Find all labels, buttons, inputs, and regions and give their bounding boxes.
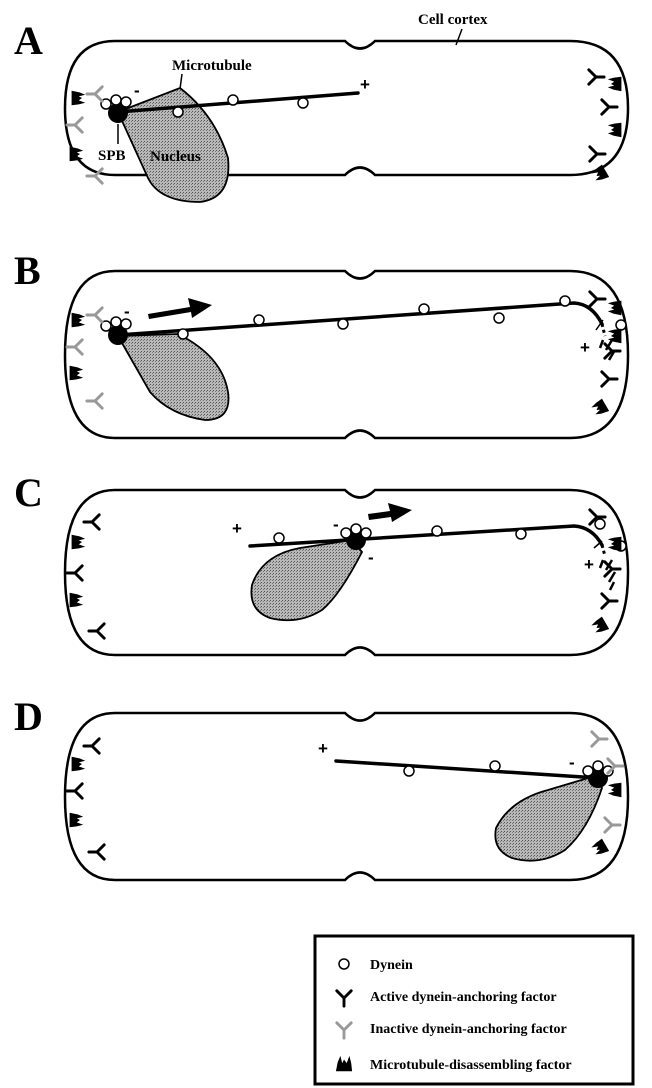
- minus-end-b: -: [124, 302, 130, 321]
- dynein-b: [419, 304, 429, 314]
- panel-d: D + -: [14, 694, 628, 880]
- dynein-d: [593, 761, 603, 771]
- dynein-b: [494, 313, 504, 323]
- dynein-c: [432, 526, 442, 536]
- spb-label: SPB: [98, 148, 126, 164]
- dynein-b: [560, 296, 570, 306]
- dynein-c: [595, 519, 605, 529]
- nucleus-label: Nucleus: [150, 149, 201, 165]
- dynein-b: [111, 317, 121, 327]
- minus-end-a: -: [134, 81, 140, 100]
- panel-label-d: D: [14, 694, 43, 739]
- panel-c: C + - - +: [14, 470, 628, 655]
- dynein-a: [121, 97, 131, 107]
- dynein-b: [178, 329, 188, 339]
- legend-item-inactive-anchor: Inactive dynein-anchoring factor: [370, 1022, 567, 1037]
- dynein-b: [254, 315, 264, 325]
- dynein-c: [341, 528, 351, 538]
- dynein-c: [351, 524, 361, 534]
- dynein-d: [404, 766, 414, 776]
- dynein-a: [228, 95, 238, 105]
- plus-end-a: +: [360, 75, 370, 94]
- dynein-icon: [339, 959, 349, 969]
- legend-item-dynein: Dynein: [370, 958, 413, 973]
- dynein-c: [516, 529, 526, 539]
- minus-end-c-right: -: [368, 548, 374, 567]
- legend-item-disassembling-factor: Microtubule-disassembling factor: [370, 1058, 572, 1073]
- legend: Dynein Active dynein-anchoring factor In…: [315, 936, 633, 1084]
- panel-label-c: C: [14, 470, 43, 515]
- dynein-c: [361, 528, 371, 538]
- plus-end-c-left: +: [232, 519, 242, 538]
- dynein-d: [583, 766, 593, 776]
- minus-end-c-left: -: [333, 515, 339, 534]
- dynein-c: [274, 533, 284, 543]
- minus-end-d: -: [569, 753, 575, 772]
- dynein-d: [490, 761, 500, 771]
- panel-a: A Cell cortex Microtubule Nucleus SPB - …: [14, 12, 628, 202]
- panel-label-a: A: [14, 18, 43, 63]
- microtubule-label: Microtubule: [172, 58, 252, 74]
- dynein-b: [616, 320, 626, 330]
- legend-item-active-anchor: Active dynein-anchoring factor: [370, 990, 557, 1005]
- dynein-a: [298, 98, 308, 108]
- panel-label-b: B: [14, 248, 41, 293]
- dynein-b: [338, 319, 348, 329]
- plus-end-c-right: +: [584, 555, 594, 574]
- plus-end-b: +: [580, 338, 590, 357]
- plus-end-d: +: [318, 739, 328, 758]
- dynein-a: [173, 107, 183, 117]
- panel-b: B - +: [14, 248, 628, 438]
- dynein-a: [111, 95, 121, 105]
- cell-cortex-label: Cell cortex: [418, 12, 488, 28]
